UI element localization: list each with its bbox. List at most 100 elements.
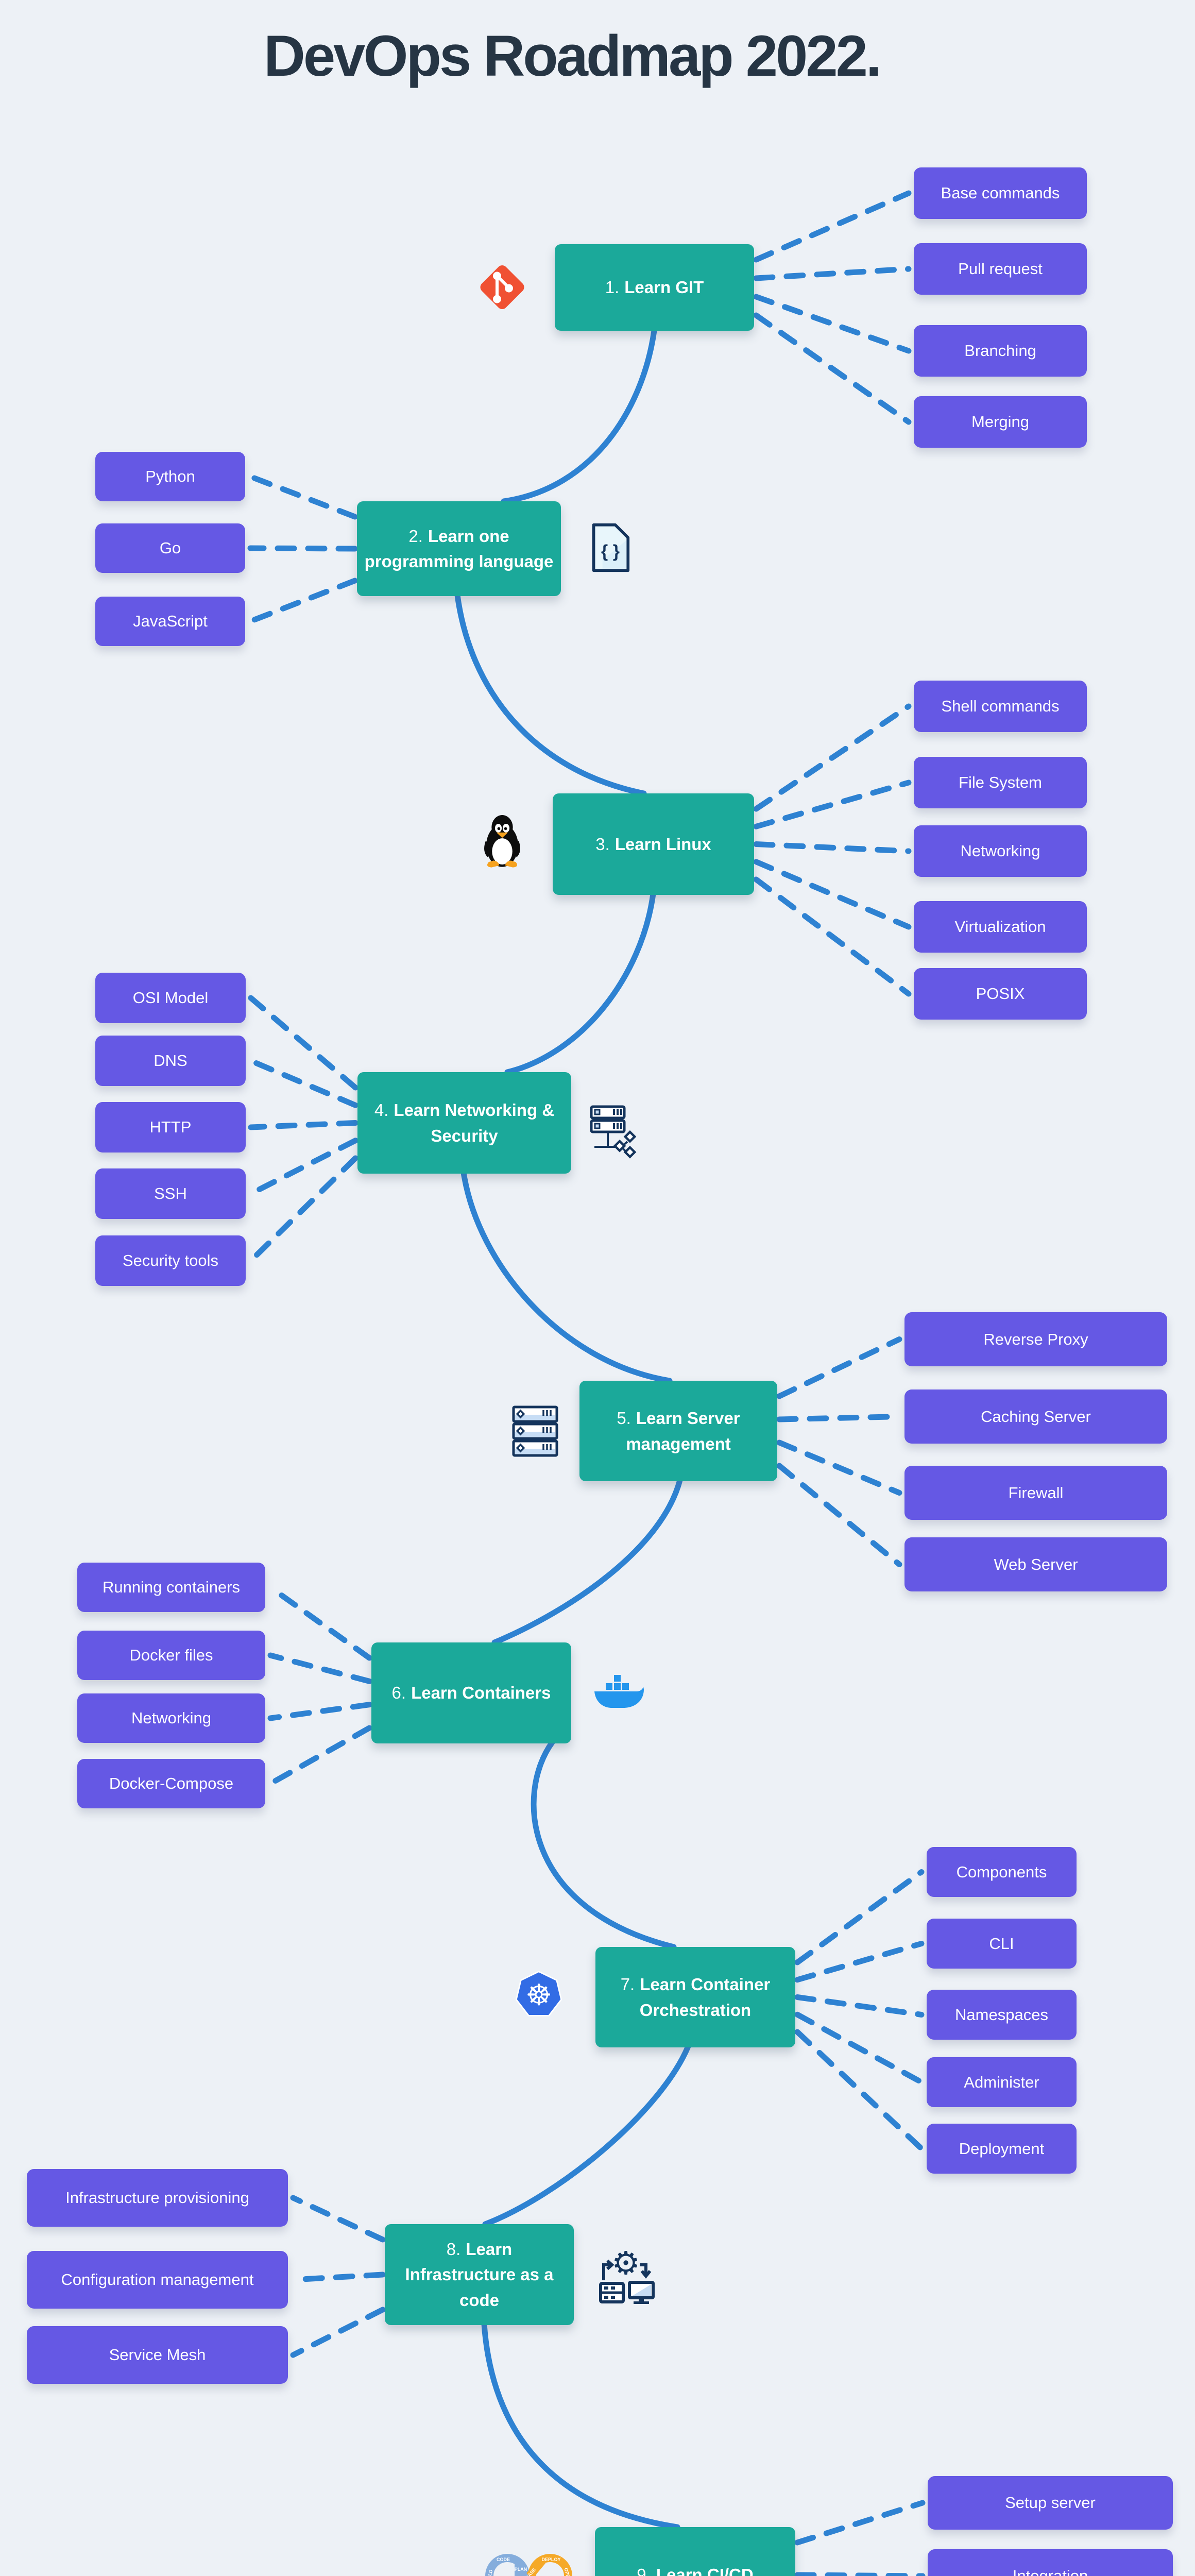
branch-label: POSIX <box>976 985 1025 1003</box>
page-title: DevOps Roadmap 2022. <box>263 24 882 88</box>
branch-connector-line <box>248 1138 358 1197</box>
branch-box: Reverse Proxy <box>904 1312 1167 1366</box>
branch-box: Integration <box>928 2549 1173 2576</box>
branch-box: Web Server <box>904 1537 1167 1591</box>
linux-tux-icon <box>478 809 526 871</box>
svg-text:PLAN: PLAN <box>515 2567 527 2572</box>
branch-label: Administer <box>964 2073 1039 2091</box>
step-number: 6. <box>391 1683 406 1703</box>
branch-connector-line <box>248 995 358 1091</box>
step-label: Learn one programming language <box>364 526 554 571</box>
branch-connector-line <box>267 1652 372 1684</box>
branch-label: OSI Model <box>132 989 209 1007</box>
step-label: Learn Containers <box>411 1683 551 1703</box>
code-file-icon: { } <box>587 522 633 573</box>
branch-box: Namespaces <box>927 1990 1077 2040</box>
step-box-5: 5.Learn Server management <box>579 1381 777 1481</box>
branch-box: Docker-Compose <box>77 1759 265 1808</box>
svg-text:⚙: ⚙ <box>611 2244 640 2282</box>
step-label: Learn Infrastructure as a code <box>405 2239 554 2310</box>
branch-label: Networking <box>960 842 1040 860</box>
branch-connector-line <box>290 2195 386 2243</box>
step-text: 7.Learn Container Orchestration <box>595 1972 795 2023</box>
step-box-7: 7.Learn Container Orchestration <box>595 1947 795 2047</box>
step-box-2: 2.Learn one programming language <box>357 501 561 596</box>
connector-curve <box>504 891 656 1075</box>
branch-label: Docker-Compose <box>109 1774 234 1792</box>
branch-box: Configuration management <box>27 2251 288 2309</box>
branch-label: Service Mesh <box>109 2346 206 2364</box>
branch-label: Security tools <box>122 1251 219 1269</box>
step-text: 8.Learn Infrastructure as a code <box>385 2236 574 2313</box>
branch-label: Go <box>159 539 181 557</box>
step-text: 2.Learn one programming language <box>357 523 561 574</box>
branch-label: Pull request <box>958 260 1043 278</box>
branch-label: Infrastructure provisioning <box>65 2189 249 2207</box>
branch-box: Setup server <box>928 2476 1173 2530</box>
branch-box: JavaScript <box>95 597 245 646</box>
branch-box: Infrastructure provisioning <box>27 2169 288 2227</box>
step-box-3: 3.Learn Linux <box>553 793 754 895</box>
branch-connector-line <box>267 1584 372 1661</box>
branch-box: Base commands <box>914 167 1087 219</box>
branch-connector-line <box>753 294 912 354</box>
branch-label: CLI <box>989 1934 1014 1953</box>
step-label: Learn Server management <box>626 1409 740 1453</box>
step-text: 9. Learn CI/CD <box>629 2562 760 2576</box>
branch-box: Docker files <box>77 1631 265 1680</box>
branch-connector-line <box>753 841 912 854</box>
network-security-icon <box>589 1104 644 1159</box>
step-box-1: 1.Learn GIT <box>555 244 754 331</box>
branch-box: SSH <box>95 1168 246 1219</box>
docker-icon <box>592 1671 644 1714</box>
step-label: Learn CI/CD <box>656 2565 754 2576</box>
branch-box: Caching Server <box>904 1389 1167 1444</box>
branch-label: Merging <box>971 413 1029 431</box>
branch-box: CLI <box>927 1919 1077 1969</box>
step-number: 2. <box>408 526 423 546</box>
branch-label: Deployment <box>959 2139 1045 2158</box>
step-number: 9. <box>637 2565 651 2576</box>
branch-label: Integration <box>1012 2567 1088 2576</box>
branch-connector-line <box>247 578 358 624</box>
branch-label: Shell commands <box>941 697 1060 715</box>
git-icon <box>476 260 528 314</box>
branch-box: Shell commands <box>914 681 1087 732</box>
branch-box: Branching <box>914 325 1087 377</box>
branch-box: Service Mesh <box>27 2326 288 2384</box>
branch-connector-line <box>794 1869 925 1965</box>
step-label: Learn Container Orchestration <box>639 1975 771 2020</box>
branch-label: Components <box>956 1862 1047 1881</box>
step-number: 7. <box>620 1975 635 1994</box>
branch-connector-line <box>267 1725 372 1787</box>
branch-box: HTTP <box>95 1102 246 1153</box>
step-text: 6.Learn Containers <box>385 1680 558 1706</box>
branch-box: Python <box>95 452 245 501</box>
branch-label: Branching <box>964 342 1036 360</box>
branch-label: File System <box>959 773 1042 791</box>
branch-box: Networking <box>77 1693 265 1743</box>
branch-connector-line <box>794 2011 925 2085</box>
branch-connector-line <box>753 266 912 281</box>
branch-label: Setup server <box>1005 2494 1096 2512</box>
step-number: 5. <box>617 1409 631 1428</box>
step-text: 5.Learn Server management <box>579 1405 777 1456</box>
branch-label: Virtualization <box>954 918 1046 936</box>
branch-box: Firewall <box>904 1466 1167 1520</box>
branch-connector-line <box>267 1702 372 1721</box>
step-number: 4. <box>374 1100 389 1120</box>
branch-connector-line <box>753 190 912 263</box>
branch-label: SSH <box>154 1184 187 1202</box>
step-label: Learn GIT <box>624 278 704 297</box>
branch-box: Virtualization <box>914 901 1087 953</box>
step-number: 1. <box>605 278 620 297</box>
step-text: 4.Learn Networking & Security <box>357 1097 571 1148</box>
branch-label: JavaScript <box>133 612 208 630</box>
infrastructure-as-code-icon: ⚙ <box>599 2242 655 2304</box>
branch-connector-line <box>753 703 912 812</box>
connector-curve <box>454 592 647 796</box>
branch-box: Running containers <box>77 1563 265 1612</box>
branch-connector-line <box>776 1414 902 1422</box>
